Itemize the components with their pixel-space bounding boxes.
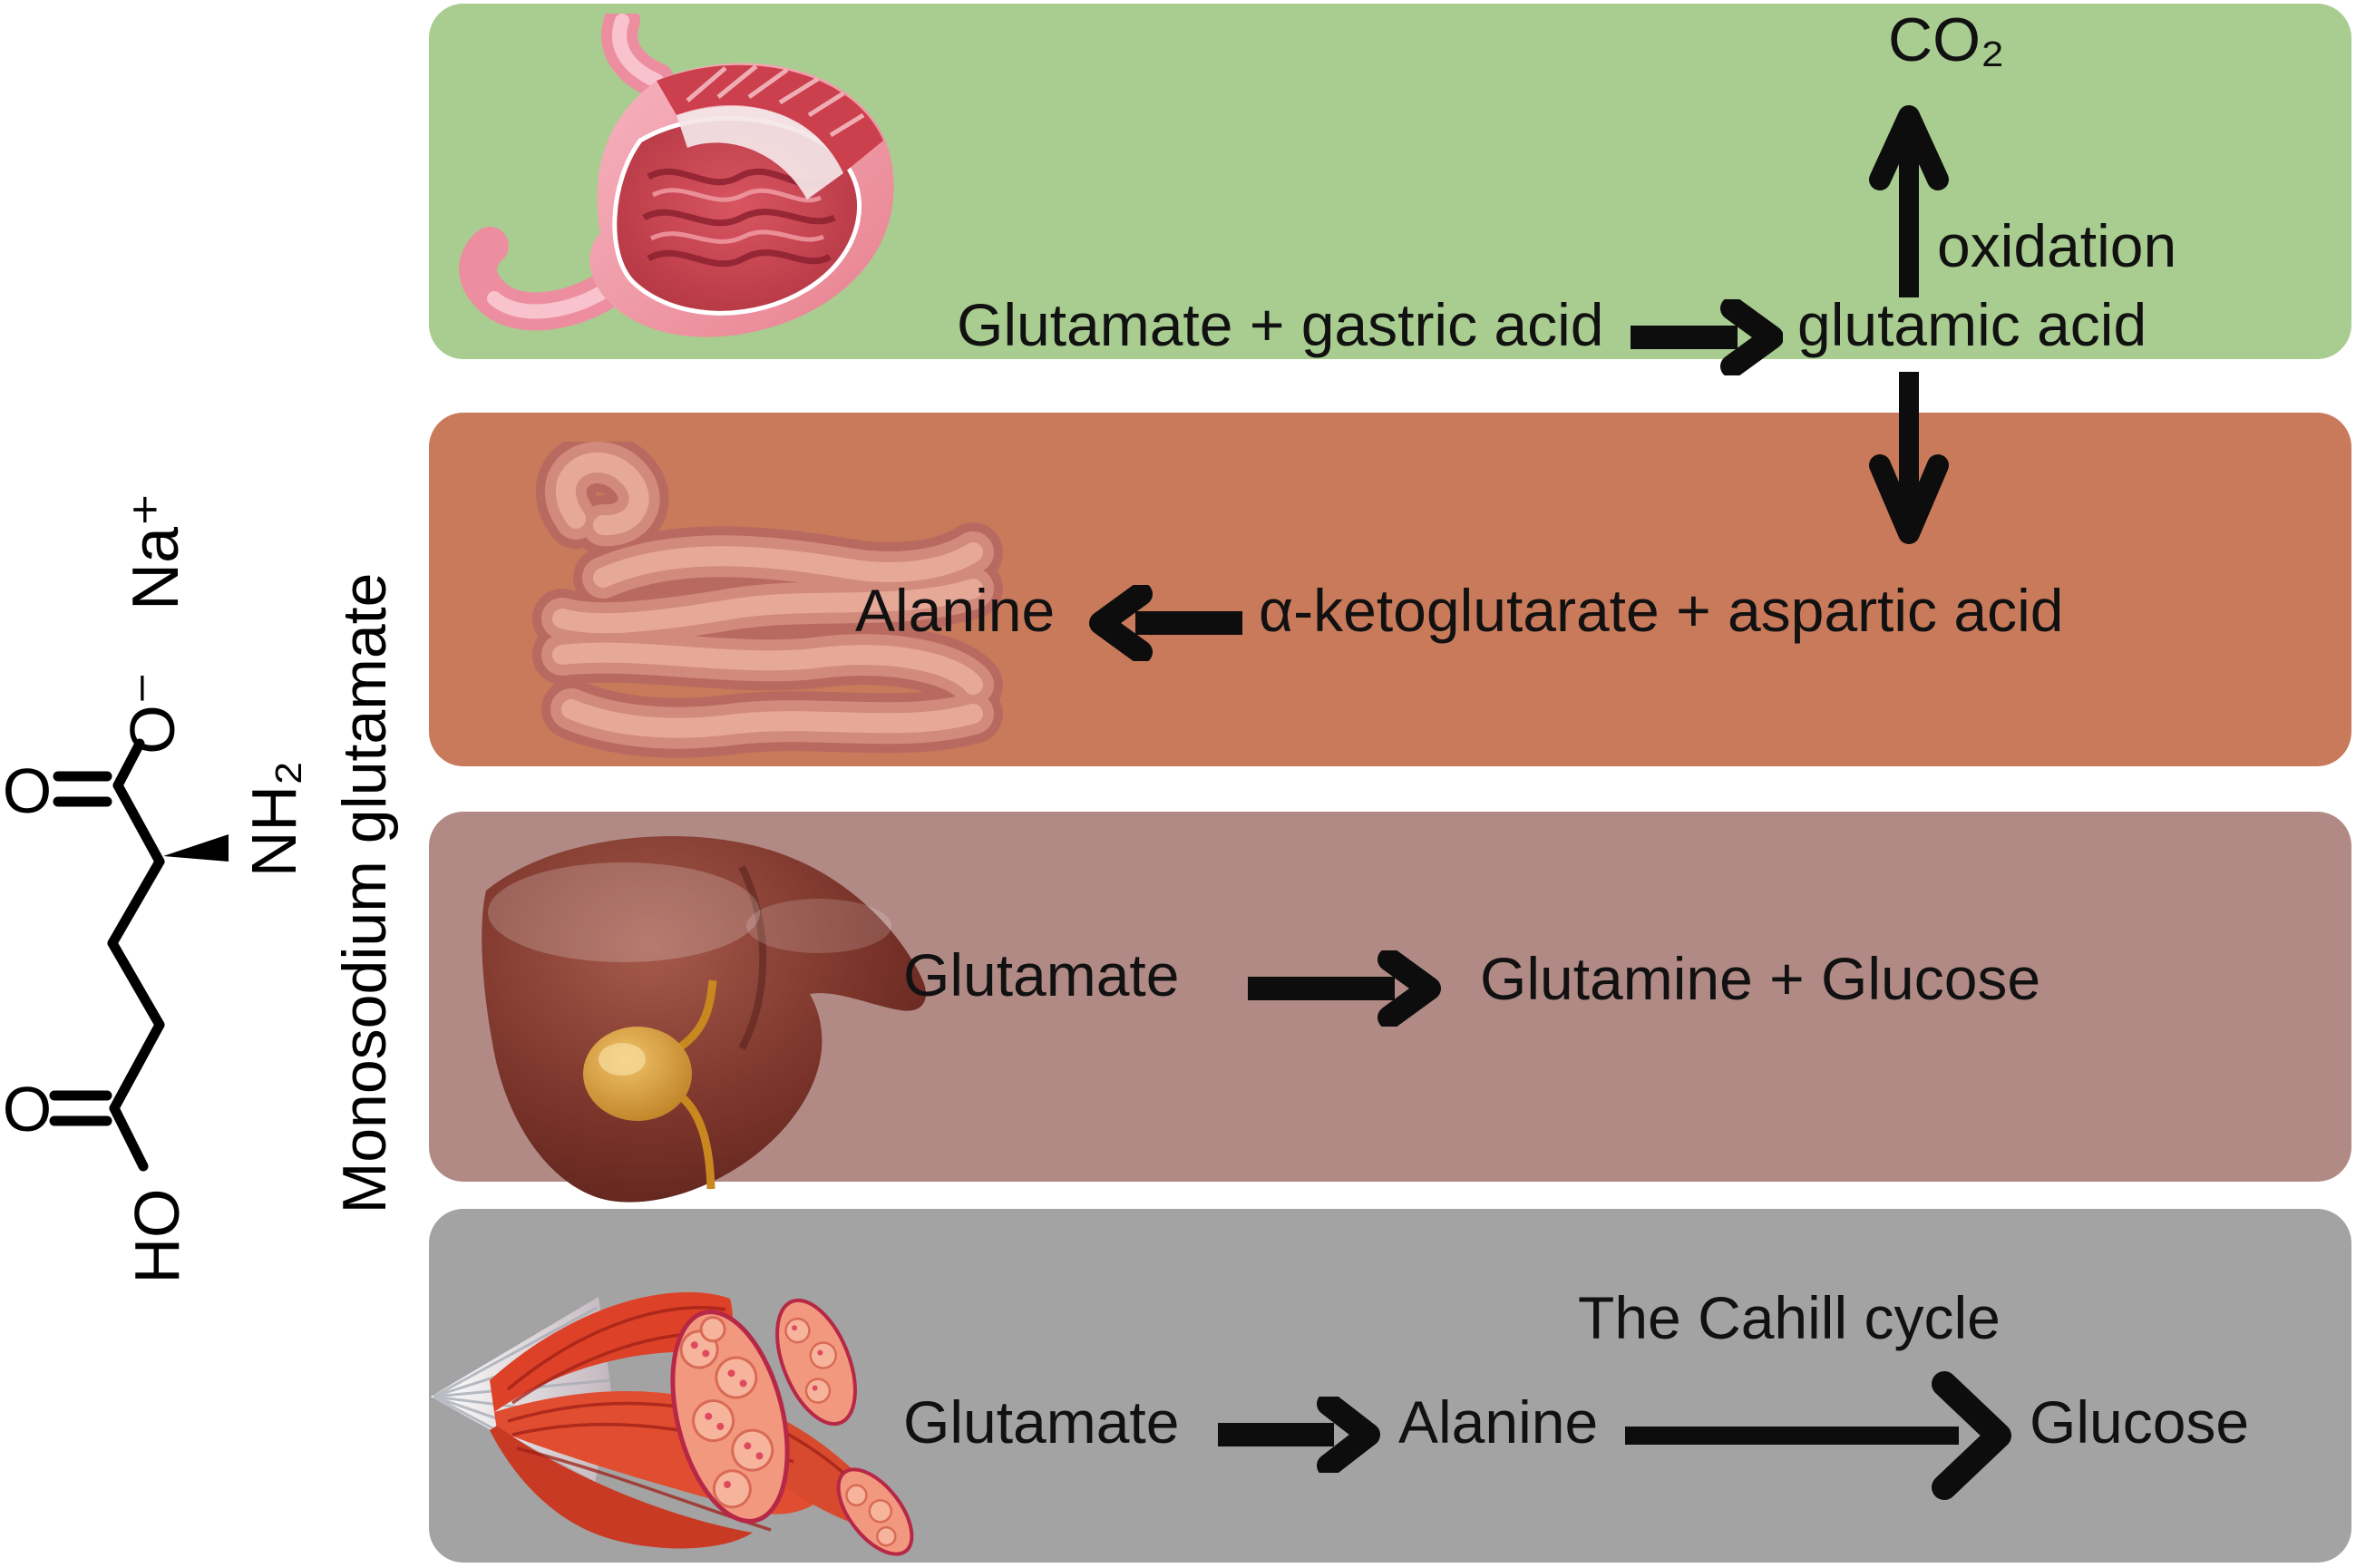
cahill-cycle-label: The Cahill cycle [1578, 1284, 2001, 1351]
cahill-arrow-icon [1625, 1371, 2011, 1500]
glutamine-glucose-label: Glutamine + Glucose [1480, 945, 2041, 1012]
reaction-arrow-right-icon [1631, 299, 1783, 375]
oxidation-arrow-up-icon [1869, 105, 1949, 297]
reaction-arrow-right-icon [1218, 1397, 1380, 1473]
msg-structure: Na⁺ O⁻ O NH₂ O HO Monosodium glutamate [3, 492, 399, 1284]
molecule-name-label: Monosodium glutamate [330, 573, 399, 1214]
muscle-illustration [431, 1291, 914, 1556]
muscle-alanine-label: Alanine [1398, 1388, 1599, 1456]
co2-label: CO₂ [1888, 5, 2005, 74]
alanine-label: Alanine [855, 577, 1056, 644]
gastric-reactants-label: Glutamate + gastric acid [957, 291, 1604, 358]
glucose-label: Glucose [2030, 1388, 2250, 1456]
reaction-arrow-left-icon [1089, 585, 1242, 661]
transfer-arrow-down-icon [1869, 372, 1949, 544]
muscle-glutamate-label: Glutamate [903, 1388, 1180, 1456]
liver-illustration [482, 835, 926, 1203]
carbonyl-oxygen-bottom-label: O [3, 1074, 52, 1144]
stomach-illustration [459, 14, 894, 337]
reaction-arrow-right-icon [1248, 950, 1441, 1027]
liver-glutamate-label: Glutamate [903, 941, 1180, 1008]
hydroxyl-label: HO [122, 1189, 192, 1284]
carboxylate-oxygen-label: O⁻ [117, 671, 188, 754]
intestine-illustration [532, 442, 1003, 758]
carbonyl-oxygen-top-label: O [3, 755, 52, 826]
amine-label: NH₂ [239, 761, 309, 877]
glutamic-acid-label: glutamic acid [1797, 291, 2147, 358]
oxidation-label: oxidation [1937, 212, 2177, 279]
ketoglutarate-aspartic-label: α-ketoglutarate + aspartic acid [1259, 577, 2064, 644]
wedge-bond [163, 834, 229, 862]
sodium-ion-label: Na⁺ [120, 492, 192, 610]
